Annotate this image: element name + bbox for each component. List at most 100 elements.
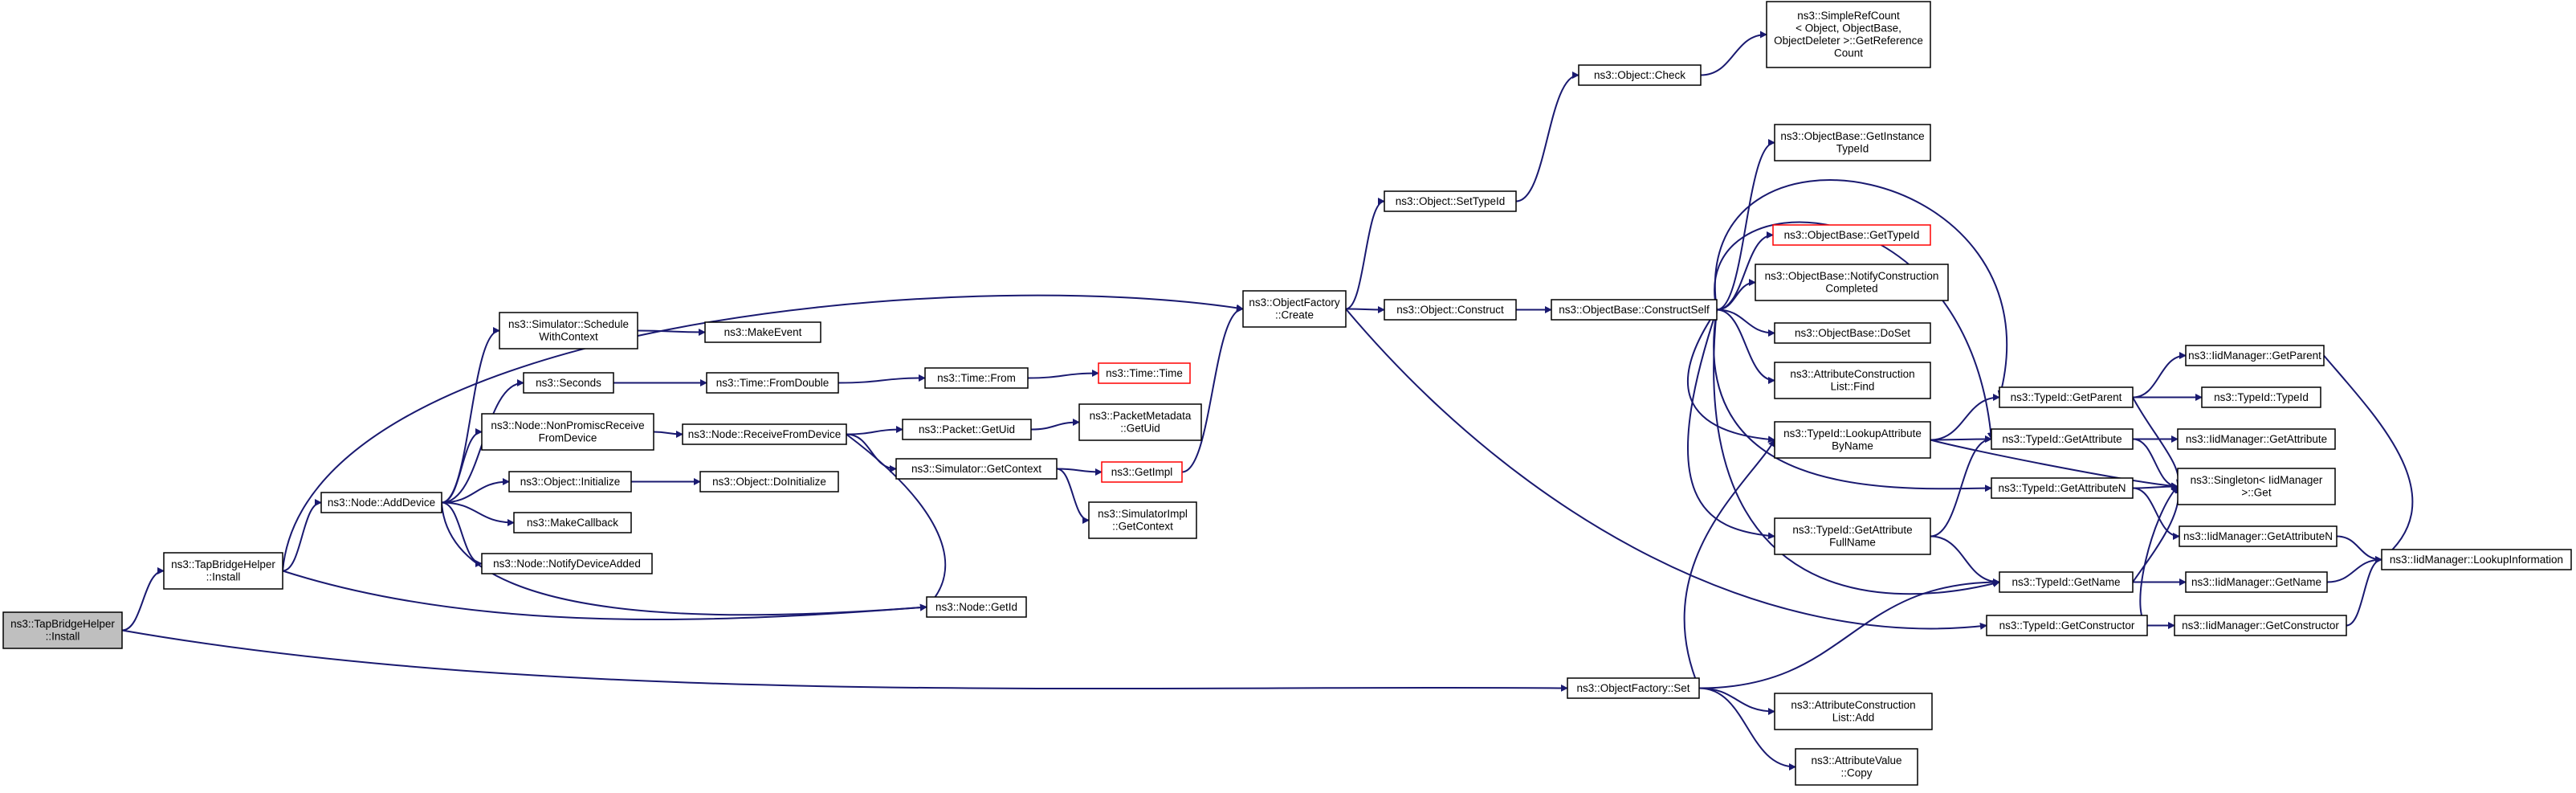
node-n8[interactable]: ns3::Time::Time — [1098, 362, 1191, 384]
node-n45[interactable]: ns3::IidManager::GetConstructor — [2174, 615, 2347, 636]
edge-n32-to-n34 — [1930, 394, 2000, 441]
node-n10[interactable]: ns3::Node::ReceiveFromDevice — [682, 423, 847, 445]
node-n1[interactable]: ns3::TapBridgeHelper::Install — [163, 552, 283, 590]
node-n22[interactable]: ns3::Object::SetTypeId — [1384, 190, 1517, 212]
node-label-line: ns3::TapBridgeHelper — [171, 558, 275, 570]
edge-n11-to-n12 — [1030, 419, 1080, 431]
edge-n47-to-n48 — [1698, 687, 1775, 715]
node-n7[interactable]: ns3::Time::From — [924, 367, 1029, 389]
node-n19[interactable]: ns3::Node::NotifyDeviceAdded — [481, 553, 653, 574]
node-n49[interactable]: ns3::AttributeValue::Copy — [1795, 748, 1918, 786]
node-n17[interactable]: ns3::Object::DoInitialize — [699, 471, 839, 493]
node-box — [1101, 461, 1183, 483]
node-n13[interactable]: ns3::Simulator::GetContext — [895, 458, 1058, 480]
node-label-line: ns3::TypeId::LookupAttribute — [1783, 427, 1922, 439]
node-label-line: ns3::TypeId::GetConstructor — [1999, 619, 2135, 632]
node-n36[interactable]: ns3::TypeId::GetAttributeN — [1991, 477, 2134, 499]
node-n46[interactable]: ns3::IidManager::LookupInformation — [2381, 549, 2572, 570]
node-label-line: ns3::ObjectBase::DoSet — [1795, 327, 1910, 339]
node-label-line: ns3::IidManager::GetConstructor — [2182, 619, 2339, 632]
edge-n9-to-n10 — [653, 430, 683, 438]
edge-n10-to-n20 — [846, 433, 947, 608]
node-label-line: ByName — [1832, 440, 1873, 452]
node-n4[interactable]: ns3::MakeEvent — [704, 321, 821, 343]
node-n21[interactable]: ns3::ObjectFactory::Create — [1242, 290, 1347, 328]
node-n23[interactable]: ns3::Object::Check — [1578, 64, 1702, 86]
node-n44[interactable]: ns3::IidManager::GetName — [2185, 571, 2328, 593]
node-box — [1774, 322, 1931, 344]
node-n25[interactable]: ns3::Object::Construct — [1384, 299, 1517, 321]
edge-n26-to-n27 — [1716, 139, 1775, 311]
node-n34[interactable]: ns3::TypeId::GetParent — [1999, 386, 2134, 408]
node-n16[interactable]: ns3::Object::Initialize — [508, 471, 632, 493]
node-n0[interactable]: ns3::TapBridgeHelper::Install — [2, 611, 123, 649]
node-label-line: ns3::Object::Initialize — [520, 476, 621, 488]
node-label-line: List::Find — [1831, 381, 1875, 393]
node-n39[interactable]: ns3::IidManager::GetParent — [2185, 345, 2325, 366]
node-label-line: ns3::SimpleRefCount — [1797, 10, 1900, 22]
node-box — [1578, 64, 1702, 86]
edge-n43-to-n46 — [2336, 535, 2382, 563]
node-label-line: ns3::Time::Time — [1106, 367, 1183, 379]
edge-n26-to-n33 — [1687, 309, 1775, 540]
node-n35[interactable]: ns3::TypeId::GetAttribute — [1991, 428, 2134, 450]
node-box — [1999, 386, 2134, 408]
node-label-line: ::Install — [206, 571, 241, 583]
node-label-line: ns3::IidManager::LookupInformation — [2390, 554, 2563, 566]
node-box — [1384, 190, 1517, 212]
node-n20[interactable]: ns3::Node::GetId — [926, 596, 1027, 618]
node-label-line: ns3::Seconds — [536, 377, 601, 389]
node-label-line: ns3::ObjectBase::NotifyConstruction — [1765, 270, 1939, 282]
node-n29[interactable]: ns3::ObjectBase::NotifyConstructionCompl… — [1755, 264, 1949, 301]
node-n47[interactable]: ns3::ObjectFactory::Set — [1567, 677, 1700, 699]
node-box — [1774, 124, 1931, 161]
node-n18[interactable]: ns3::MakeCallback — [513, 512, 632, 533]
node-label-line: ns3::Singleton< IidManager — [2191, 474, 2323, 486]
node-n28[interactable]: ns3::ObjectBase::GetTypeId — [1772, 224, 1931, 246]
edge-n26-to-n31 — [1716, 309, 1775, 384]
node-n5[interactable]: ns3::Seconds — [523, 372, 614, 394]
node-n15[interactable]: ns3::SimulatorImpl::GetContext — [1088, 501, 1197, 539]
node-n30[interactable]: ns3::ObjectBase::DoSet — [1774, 322, 1931, 344]
node-box — [1088, 501, 1197, 539]
node-n40[interactable]: ns3::TypeId::TypeId — [2201, 386, 2321, 408]
node-label-line: ns3::Packet::GetUid — [919, 423, 1015, 435]
node-n37[interactable]: ns3::TypeId::GetName — [1999, 571, 2134, 593]
node-box — [682, 423, 847, 445]
node-box — [1774, 517, 1931, 555]
node-box — [1774, 362, 1931, 399]
node-n38[interactable]: ns3::TypeId::GetConstructor — [1986, 615, 2148, 636]
node-label-line: ns3::AttributeValue — [1811, 754, 1901, 766]
edge-n10-to-n13 — [846, 433, 897, 472]
node-n2[interactable]: ns3::Node::AddDevice — [320, 492, 442, 513]
node-n6[interactable]: ns3::Time::FromDouble — [706, 372, 839, 394]
edge-n2-to-n18 — [441, 501, 515, 526]
edge-n6-to-n7 — [838, 374, 926, 384]
node-n11[interactable]: ns3::Packet::GetUid — [902, 419, 1032, 440]
node-label-line: ns3::GetImpl — [1111, 466, 1173, 478]
edge-n47-to-n37 — [1698, 578, 2000, 689]
node-box — [1991, 428, 2134, 450]
node-label-line: ns3::Object::Check — [1594, 69, 1685, 81]
node-n41[interactable]: ns3::IidManager::GetAttribute — [2177, 428, 2336, 450]
node-n24[interactable]: ns3::SimpleRefCount< Object, ObjectBase,… — [1766, 1, 1931, 68]
edge-n22-to-n23 — [1515, 72, 1579, 202]
node-box — [1774, 693, 1933, 730]
node-label-line: ns3::MakeEvent — [724, 326, 802, 338]
node-label-line: ns3::Time::From — [937, 372, 1016, 384]
node-label-line: ns3::IidManager::GetAttribute — [2186, 433, 2327, 445]
node-n43[interactable]: ns3::IidManager::GetAttributeN — [2179, 525, 2338, 547]
node-n42[interactable]: ns3::Singleton< IidManager>::Get — [2177, 468, 2336, 505]
node-n14[interactable]: ns3::GetImpl — [1101, 461, 1183, 483]
node-n12[interactable]: ns3::PacketMetadata::GetUid — [1078, 403, 1202, 441]
node-label-line: ns3::Node::GetId — [935, 601, 1017, 613]
node-n26[interactable]: ns3::ObjectBase::ConstructSelf — [1551, 299, 1718, 321]
node-label-line: ::GetUid — [1120, 423, 1160, 435]
